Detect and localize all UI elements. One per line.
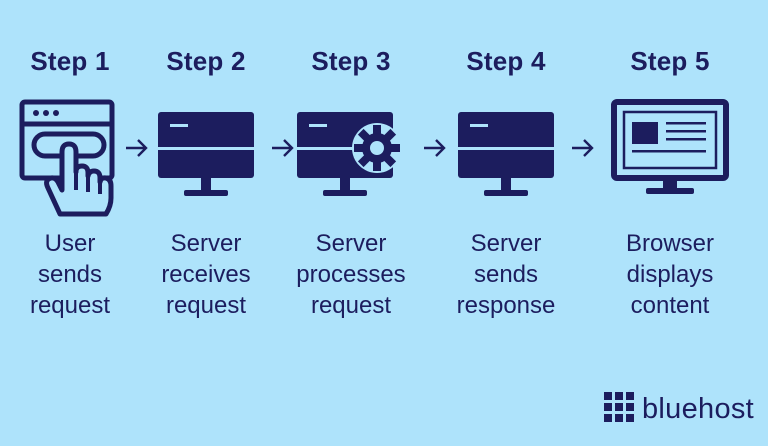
step-label: User sends request bbox=[29, 230, 111, 319]
step-title: Step 1 bbox=[30, 46, 110, 76]
arrow-right-icon bbox=[570, 136, 596, 165]
step-label: Browser displays content bbox=[625, 230, 715, 319]
step-title: Step 4 bbox=[466, 46, 546, 76]
step-label: Server sends response bbox=[456, 230, 556, 319]
browser-monitor-icon bbox=[610, 98, 730, 207]
step-title: Step 3 bbox=[311, 46, 391, 76]
step-title: Step 2 bbox=[166, 46, 246, 76]
step-label: Server processes request bbox=[296, 230, 406, 319]
arrow-right-icon bbox=[422, 136, 448, 165]
server-monitor-icon bbox=[456, 98, 556, 207]
server-monitor-icon bbox=[156, 98, 256, 207]
server-gear-icon bbox=[295, 98, 407, 207]
arrow-right-icon bbox=[270, 136, 296, 165]
browser-click-icon bbox=[18, 98, 122, 223]
step-label: Server receives request bbox=[161, 230, 251, 319]
bluehost-brand: bluehost bbox=[604, 392, 754, 427]
bluehost-grid-logo-icon bbox=[604, 392, 634, 427]
brand-name: bluehost bbox=[642, 393, 755, 425]
step-title: Step 5 bbox=[630, 46, 710, 76]
arrow-right-icon bbox=[124, 136, 150, 165]
